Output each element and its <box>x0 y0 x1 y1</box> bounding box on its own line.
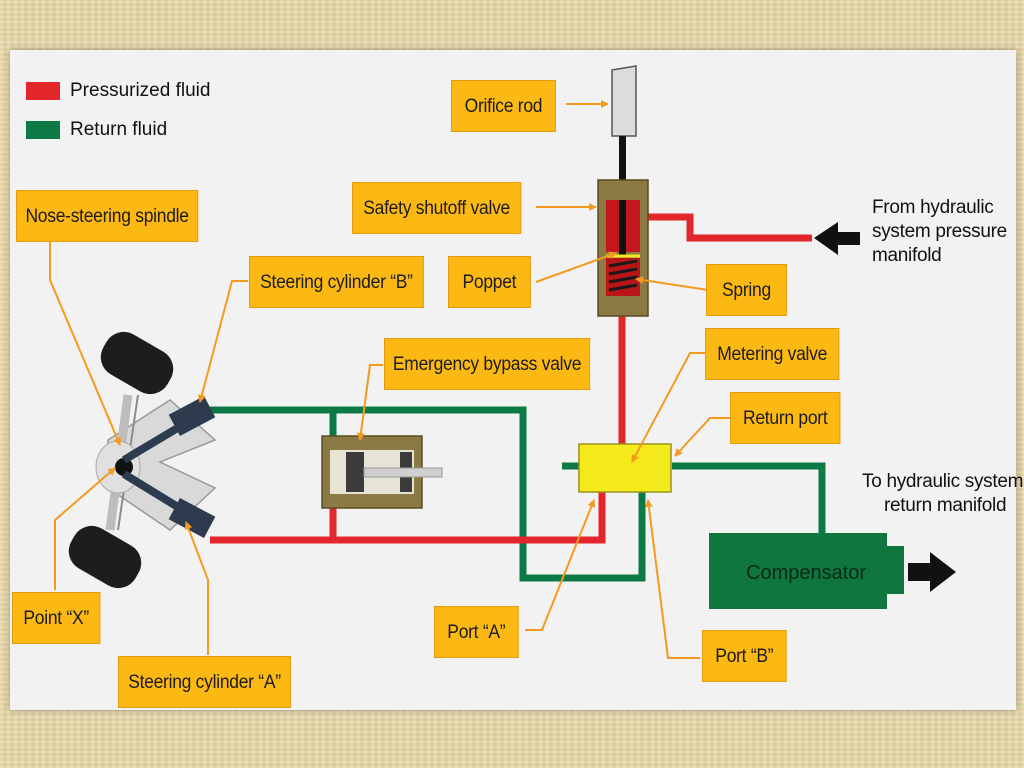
callout-port-b: Port “B” <box>702 630 787 682</box>
leader-steering-a <box>184 521 209 655</box>
legend-swatch-return <box>26 121 60 139</box>
point-x-marker <box>115 458 133 476</box>
callout-nose-steering-spindle: Nose-steering spindle <box>16 190 199 242</box>
legend-pressurized: Pressurized fluid <box>26 80 210 102</box>
return-line-top <box>210 406 646 582</box>
callout-emergency-bypass-valve: Emergency bypass valve <box>384 338 591 390</box>
callout-port-a: Port “A” <box>434 606 519 658</box>
leader-return-port <box>674 417 730 457</box>
callout-steering-cylinder-a: Steering cylinder “A” <box>118 656 291 708</box>
callout-metering-valve: Metering valve <box>705 328 840 380</box>
to-return-line-1: To hydraulic system <box>862 471 1024 492</box>
legend-label-pressurized: Pressurized fluid <box>70 80 211 101</box>
leader-spring <box>635 276 709 291</box>
leader-metering <box>631 352 706 463</box>
nose-wheel-upper <box>100 331 174 395</box>
from-pressure-line-1: From hydraulic <box>872 197 994 218</box>
metering-valve-body <box>578 443 672 493</box>
callout-point-x: Point “X” <box>12 592 101 644</box>
leader-nose-spindle <box>49 240 121 446</box>
from-pressure-line-3: manifold <box>872 245 942 266</box>
leader-point-x <box>54 467 116 590</box>
pressure-inlet-arrow <box>814 222 860 255</box>
steering-rod-a <box>121 470 189 516</box>
compensator-body <box>709 533 904 609</box>
steering-cylinder-b <box>168 396 216 436</box>
from-pressure-line-2: system pressure <box>872 221 1007 242</box>
pressure-inlet-line <box>640 213 812 242</box>
nose-gear <box>68 331 217 589</box>
safety-shutoff-assembly <box>597 65 649 317</box>
leader-poppet <box>535 251 617 283</box>
nose-wheel-lower <box>68 525 142 589</box>
shutoff-inner-rod <box>619 200 626 256</box>
leader-steering-b <box>197 280 248 403</box>
callout-spring: Spring <box>706 264 787 316</box>
legend-return: Return fluid <box>26 119 167 141</box>
return-outlet-arrow <box>908 552 956 592</box>
to-return-line-2: return manifold <box>884 495 1007 516</box>
callout-poppet: Poppet <box>448 256 531 308</box>
emergency-bypass-valve-body <box>321 435 443 509</box>
callout-safety-shutoff-valve: Safety shutoff valve <box>352 182 522 234</box>
spring-coils <box>608 259 638 292</box>
leader-port-a <box>525 499 596 631</box>
return-lines <box>210 406 826 582</box>
orifice-rod-shaft <box>619 136 626 202</box>
pressure-line-port-a <box>210 490 606 544</box>
compensator-label: Compensator <box>746 562 867 584</box>
leader-bypass <box>356 364 383 441</box>
leader-port-b <box>644 499 700 659</box>
leader-lines <box>49 100 730 659</box>
callout-return-port: Return port <box>730 392 841 444</box>
steering-cylinder-a <box>168 498 216 538</box>
orifice-rod-top <box>611 65 637 137</box>
legend-swatch-pressurized <box>26 82 60 100</box>
legend-label-return: Return fluid <box>70 119 168 140</box>
callout-orifice-rod: Orifice rod <box>451 80 556 132</box>
return-line-compensator <box>672 462 826 534</box>
steering-rod-b <box>121 419 189 464</box>
callout-steering-cylinder-b: Steering cylinder “B” <box>249 256 424 308</box>
